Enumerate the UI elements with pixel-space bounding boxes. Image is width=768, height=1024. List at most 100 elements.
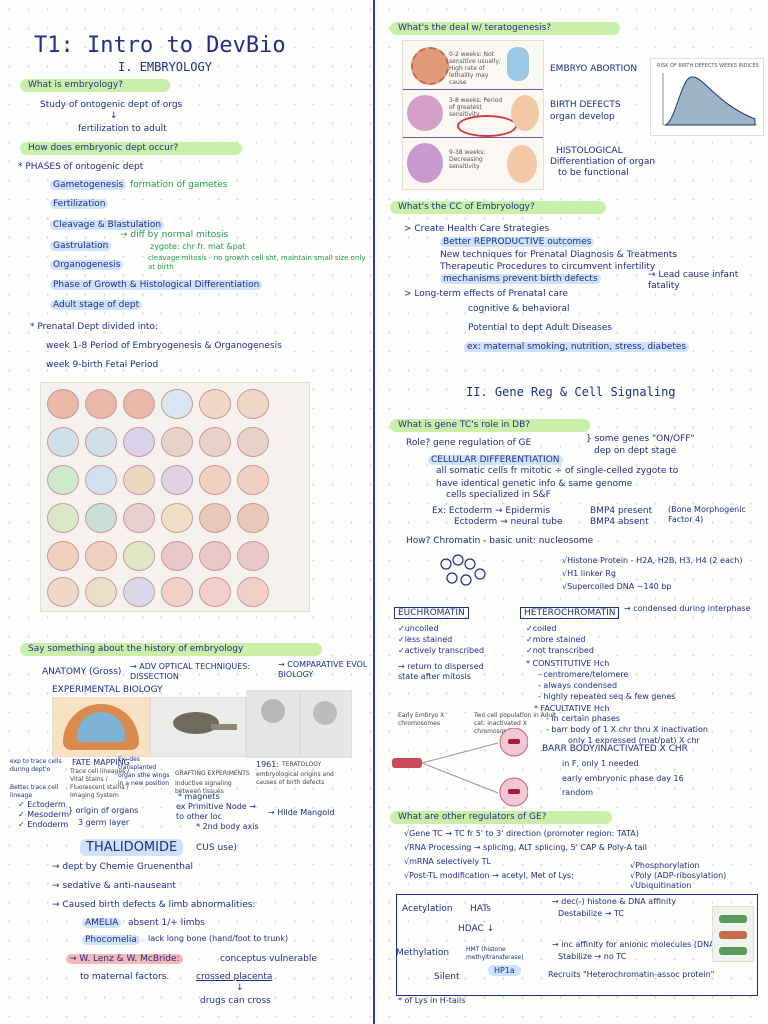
- acetylation-diagram: [712, 906, 754, 962]
- note-text: Stabilize → no TC: [558, 952, 627, 961]
- note-text: √RNA Processing → splicing, ALT splicing…: [404, 843, 648, 852]
- note-text: BIRTH DEFECTS: [550, 100, 621, 110]
- note-text: have identical genetic info & same genom…: [436, 479, 633, 489]
- note-text: * CONSTITUTIVE Hch: [526, 659, 610, 668]
- note-text: - centromere/telomere: [538, 670, 629, 679]
- phases-heading: * PHASES of ontogenic dept: [18, 162, 144, 172]
- note-text: Differentiation of organ: [550, 157, 656, 167]
- note-text: ex: maternal smoking, nutrition, stress,…: [464, 342, 690, 352]
- note-text: mechanisms prevent birth defects: [440, 274, 601, 284]
- question-teratogenesis: What's the deal w/ teratogenesis?: [398, 23, 552, 33]
- note-text: → Caused birth defects & limb abnormalit…: [52, 900, 256, 910]
- lenz-mcbride-term: → W. Lenz & W. McBride:: [66, 954, 183, 964]
- note-text: Better trace cell lineage: [10, 784, 59, 799]
- note-text: CUS use): [196, 843, 237, 853]
- note-text: exp to trace cells during dept'o: [10, 758, 62, 773]
- note-text: Study of ontogenic dept of orgs: [40, 100, 183, 110]
- note-mesoderm: ✓ Mesoderm: [18, 810, 70, 819]
- development-chart-figure: [40, 382, 310, 612]
- note-text: ✓coiled: [526, 624, 557, 633]
- note-text: → condensed during interphase: [624, 604, 751, 613]
- note-text: √Histone Protein - H2A, H2B, H3, H4 (2 e…: [562, 556, 743, 565]
- phase-note: formation of gametes: [130, 180, 228, 190]
- note-text: Potential to dept Adult Diseases: [468, 323, 612, 333]
- note-text: to maternal factors.: [80, 972, 170, 982]
- note-text: √Post-TL modification → acetyl, Met of L…: [404, 871, 574, 880]
- note-text: cells specialized in S&F: [446, 490, 551, 500]
- section-gene-reg: II. Gene Reg & Cell Signaling: [466, 385, 676, 399]
- note-text: absent 1/+ limbs: [128, 918, 205, 928]
- question-gene-tc: What is gene TC's role in DB?: [398, 420, 531, 430]
- note-text: organ develop: [550, 112, 615, 122]
- euchromatin-term: EUCHROMATIN: [394, 607, 469, 619]
- note-text: √Ubiquitination: [630, 881, 692, 890]
- note-text: Therapeutic Procedures to circumvent inf…: [440, 262, 656, 272]
- teratogenesis-figure: 0-2 weeks: Not sensitive usually; High r…: [402, 40, 544, 190]
- note-text: → Lead cause infant fatality: [648, 270, 739, 291]
- page-title: T1: Intro to DevBio: [34, 33, 286, 58]
- note-text: Silent: [434, 972, 460, 982]
- question-cc-embryology: What's the CC of Embryology?: [398, 202, 535, 212]
- note-text: HATs: [470, 904, 491, 914]
- arrow-down-icon: ↓: [110, 111, 118, 121]
- hp1-term: HP1a: [488, 965, 521, 976]
- note-text: * of Lys in H-tails: [398, 996, 466, 1005]
- left-notes-page: T1: Intro to DevBio I. EMBRYOLOGY What i…: [0, 0, 374, 1024]
- note-text: New techniques for Prenatal Diagnosis & …: [440, 250, 678, 260]
- note-text: √Phosphorylation: [630, 861, 700, 870]
- figure-label: Early Embryo X chromosomes: [398, 712, 445, 727]
- note-text: conceptus vulnerable: [220, 954, 317, 964]
- note-text: * magnets: [178, 792, 220, 801]
- phase-organogenesis: Organogenesis: [50, 260, 124, 270]
- prenatal-heading: * Prenatal Dept divided into:: [30, 322, 158, 332]
- note-text: HISTOLOGICAL: [556, 146, 623, 156]
- note-text: fertilization to adult: [78, 124, 167, 134]
- note-text: crossed placenta: [196, 972, 273, 982]
- note-text: → ADV OPTICAL TECHNIQUES: DISSECTION: [130, 662, 251, 681]
- heterochromatin-term: HETEROCHROMATIN: [520, 607, 620, 619]
- note-text: - highly repeated seq & few genes: [538, 692, 676, 701]
- note-text: lack long bone (hand/foot to trunk): [148, 934, 289, 943]
- arrow-down-icon: ↓: [236, 983, 244, 993]
- chart-title: RISK OF BIRTH DEFECTS WEEKS INDICES: [657, 63, 759, 69]
- note-text: → sedative & anti-nauseant: [52, 881, 176, 891]
- note-text: dep on dept stage: [594, 446, 677, 456]
- question-embryonic-dept: How does embryonic dept occur?: [28, 143, 179, 153]
- phase-growth: Phase of Growth & Histological Different…: [50, 280, 263, 290]
- note-text: ✓less stained: [398, 635, 453, 644]
- note-text: Methylation: [396, 948, 450, 958]
- note-text: all somatic cells fr mitotic ÷ of single…: [436, 466, 679, 476]
- x-inactivation-diagram: [392, 728, 528, 807]
- note-text: Recruits "Heterochromatin-assoc protein": [548, 970, 715, 979]
- note-text: √mRNA selectively TL: [404, 857, 491, 866]
- note-text: Destabilize → TC: [558, 909, 624, 918]
- note-text: } some genes "ON/OFF": [586, 434, 695, 444]
- question-highlight: [390, 201, 606, 214]
- cell-diff-term: CELLULAR DIFFERENTIATION: [428, 455, 563, 465]
- question-highlight: [390, 22, 620, 35]
- note-text: week 9-birth Fetal Period: [46, 360, 159, 370]
- note-text: → dec(-) histone & DNA affinity: [552, 897, 677, 906]
- question-what-is-embryology: What is embryology?: [28, 80, 123, 90]
- note-text: ✓not transcribed: [526, 646, 594, 655]
- phocomelia-term: Phocomelia: [82, 935, 140, 945]
- note-text: HDAC ↓: [458, 924, 495, 934]
- note-text: Better REPRODUCTIVE outcomes: [440, 237, 595, 247]
- note-text: week 1-8 Period of Embryogenesis & Organ…: [46, 341, 282, 351]
- note-text: BMP4 present: [590, 506, 653, 516]
- fate-map-figure: [52, 697, 150, 757]
- figure-label: Two cell population in Adult cat: inacti…: [474, 712, 557, 735]
- note-text: > Long-term effects of Prenatal care: [404, 289, 568, 299]
- tadpole-figure: [150, 697, 246, 757]
- note-text: ✓uncoiled: [398, 624, 439, 633]
- nucleosome-icon: [440, 554, 486, 586]
- grafting-sub: Inductive signaling between tissues: [175, 780, 232, 795]
- note-text: √H1 linker Rg: [562, 569, 616, 578]
- note-text: only 1 expressed (mat/pat) X chr: [568, 736, 700, 745]
- note-text: Ex: des transplanted organ sthe wings in…: [118, 756, 170, 787]
- note-text: √Supercoiled DNA ~140 bp: [562, 582, 672, 591]
- question-highlight: [390, 419, 590, 432]
- question-highlight: [20, 142, 242, 155]
- note-text: EMBRYO ABORTION: [550, 64, 638, 74]
- section-embryology: I. EMBRYOLOGY: [118, 60, 212, 74]
